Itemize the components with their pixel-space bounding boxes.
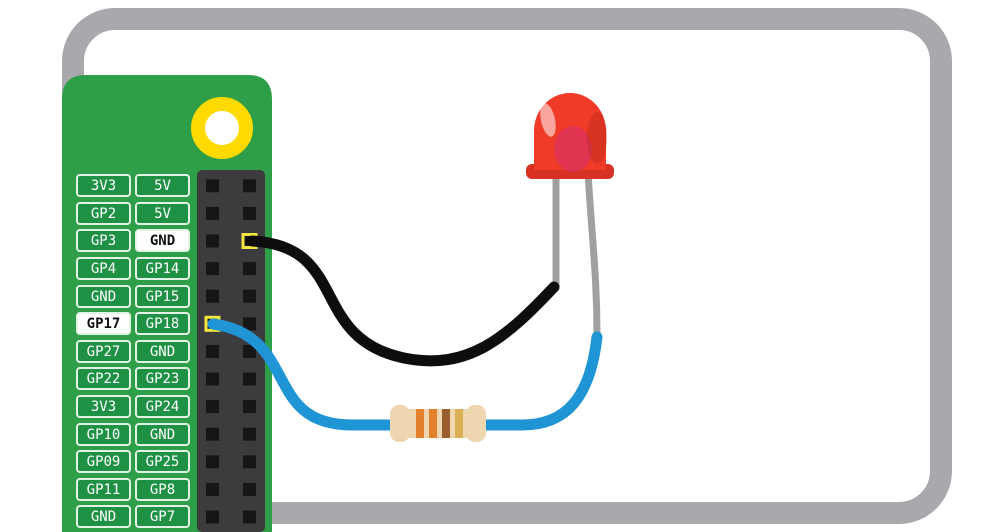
pin-hole [206,482,219,496]
mounting-hole [191,97,253,159]
pin-hole [206,179,219,193]
pin-label-gnd: GND [135,422,190,446]
pin-hole [206,510,219,524]
led-highlight [540,103,556,137]
pin-label-gp15: GP15 [135,284,190,308]
pin-label-gp3: GP3 [76,229,131,253]
resistor-band-1 [416,409,424,438]
pin-label-gp11: GP11 [76,477,131,501]
pin-label-gp24: GP24 [135,395,190,419]
resistor [390,405,486,442]
pin-holes [204,179,258,524]
led-anode-lead [584,168,601,340]
pin-hole [243,510,256,524]
pin-label-gp09: GP09 [76,450,131,474]
pin-label-gnd: GND [76,505,131,529]
pin-label-gp25: GP25 [135,450,190,474]
pin-label-5v: 5V [135,174,190,198]
pin-label-5v: 5V [135,201,190,225]
pin-hole [206,234,219,248]
pin-hole [243,289,256,303]
pin-label-gp27: GP27 [76,339,131,363]
led-shade [587,112,607,164]
pin-hole [206,372,219,386]
pin-label-3v3: 3V3 [76,174,131,198]
pin-label-gnd: GND [135,229,190,253]
pin-label-gp7: GP7 [135,505,190,529]
pin-hole [243,317,256,331]
pin-label-gp8: GP8 [135,477,190,501]
ground-wire [246,235,560,367]
pin-label-gp10: GP10 [76,422,131,446]
pin-hole [243,262,256,276]
pin-label-gp22: GP22 [76,367,131,391]
pin-hole [243,400,256,414]
resistor-band-4 [455,409,463,438]
pin-hole [206,289,219,303]
pin-hole [243,455,256,469]
pin-label-gp18: GP18 [135,312,190,336]
pin-hole [206,455,219,469]
red-led [526,93,614,179]
pin-label-3v3: 3V3 [76,395,131,419]
pin-label-gp2: GP2 [76,201,131,225]
pin-hole [243,206,256,220]
pin-hole [243,179,256,193]
pin-hole [206,427,219,441]
pin-label-gnd: GND [76,284,131,308]
pin-hole [243,372,256,386]
resistor-body [398,409,478,438]
gpio-header-strip [197,170,265,532]
pin-hole [243,427,256,441]
pin-label-gp23: GP23 [135,367,190,391]
resistor-band-2 [429,409,437,438]
pin-label-gp4: GP4 [76,257,131,281]
pin-hole [206,206,219,220]
pin-label-gp17: GP17 [76,312,131,336]
pin-hole [243,482,256,496]
signal-wire [207,318,603,431]
led-leads [552,168,601,340]
pin-hole [206,400,219,414]
pin-label-gp14: GP14 [135,257,190,281]
pin-label-gnd: GND [135,339,190,363]
pin-hole [206,262,219,276]
resistor-band-3 [442,409,450,438]
pin-hole [206,344,219,358]
led-inner-glow [554,126,592,172]
pin-hole [243,344,256,358]
